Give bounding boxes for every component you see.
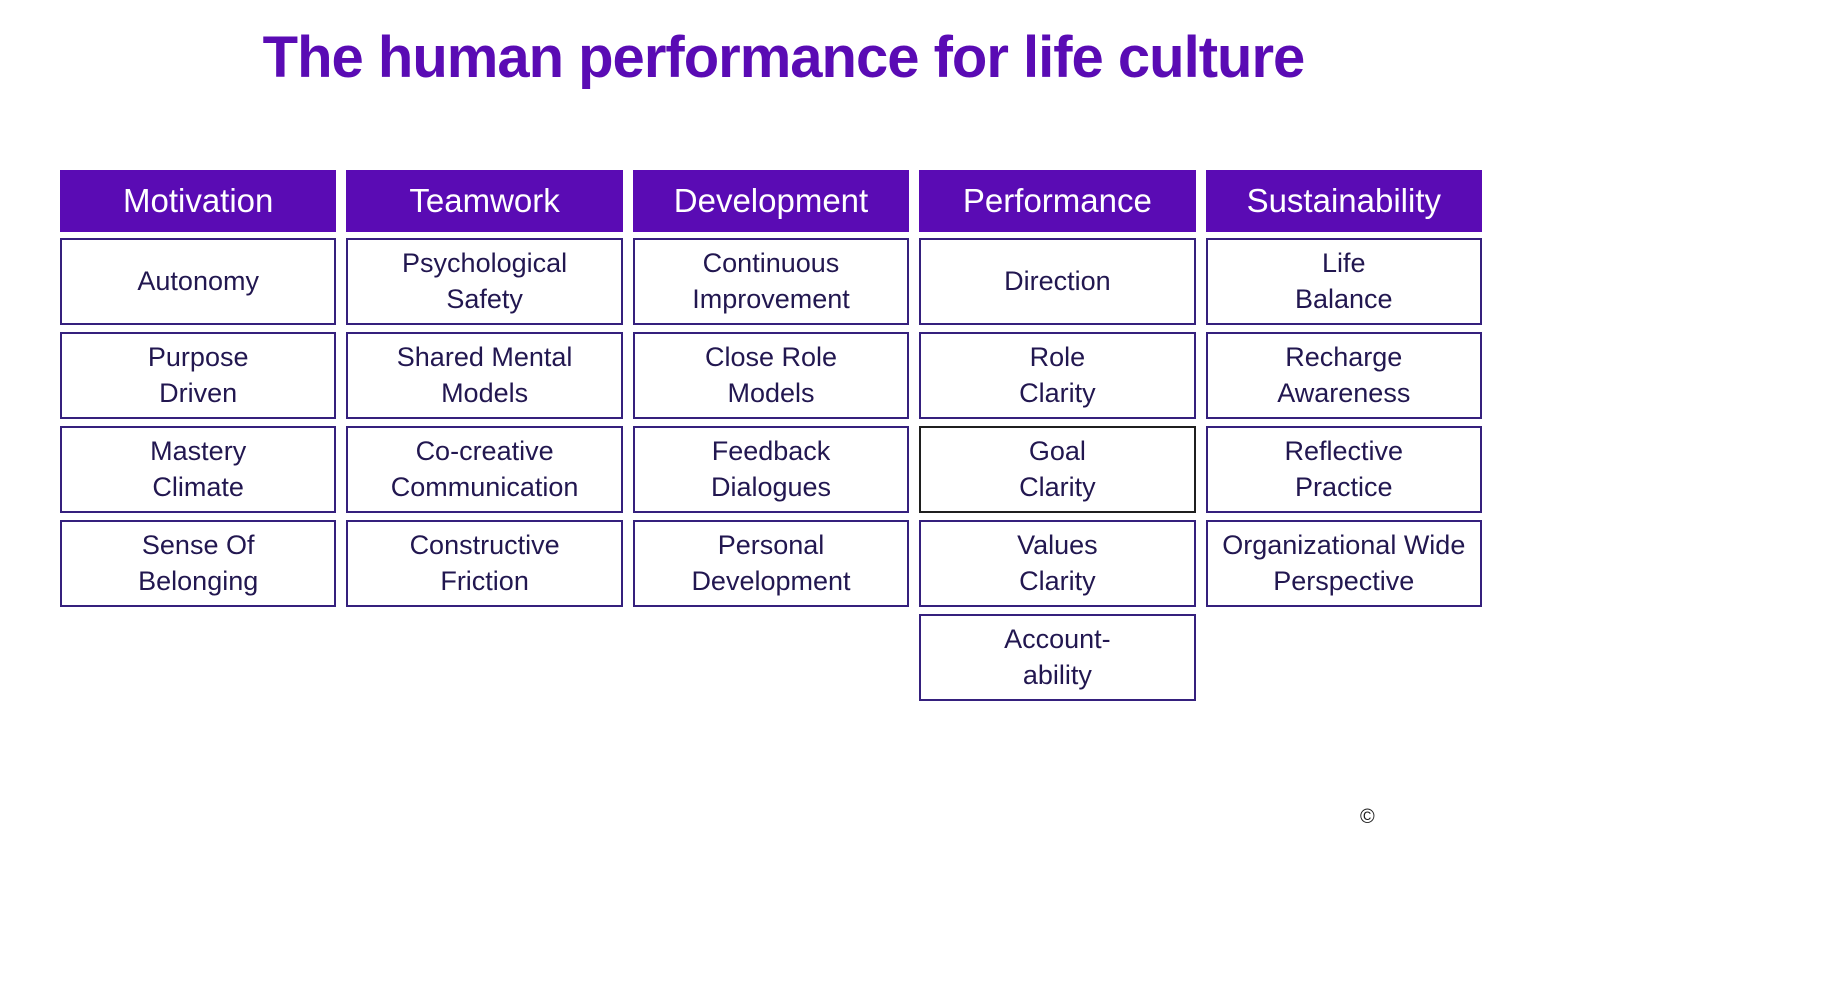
cell-accountability: Account- ability [919, 614, 1196, 701]
column-header-sustainability: Sustainability [1205, 170, 1482, 232]
column-header-teamwork: Teamwork [346, 170, 623, 232]
cell-purpose-driven: Purpose Driven [60, 332, 337, 419]
culture-matrix: Motivation Autonomy Purpose Driven Maste… [60, 170, 1482, 708]
cell-organizational-wide-perspective: Organizational Wide Perspective [1205, 520, 1482, 607]
cell-recharge-awareness: Recharge Awareness [1205, 332, 1482, 419]
cell-life-balance: Life Balance [1205, 238, 1482, 325]
cell-close-role-models: Close Role Models [632, 332, 910, 419]
cell-role-clarity: Role Clarity [919, 332, 1196, 419]
cell-direction: Direction [919, 238, 1196, 325]
page-title: The human performance for life culture [262, 25, 1306, 90]
cell-autonomy: Autonomy [60, 238, 337, 325]
cell-co-creative-communication: Co-creative Communication [346, 426, 623, 513]
cell-personal-development: Personal Development [632, 520, 910, 607]
cell-reflective-practice: Reflective Practice [1205, 426, 1482, 513]
cell-psychological-safety: Psychological Safety [346, 238, 623, 325]
column-sustainability: Sustainability Life Balance Recharge Awa… [1205, 170, 1482, 708]
cell-values-clarity: Values Clarity [919, 520, 1196, 607]
column-development: Development Continuous Improvement Close… [632, 170, 910, 708]
column-header-motivation: Motivation [60, 170, 337, 232]
cell-continuous-improvement: Continuous Improvement [632, 238, 910, 325]
column-teamwork: Teamwork Psychological Safety Shared Men… [346, 170, 623, 708]
cell-mastery-climate: Mastery Climate [60, 426, 337, 513]
cell-goal-clarity: Goal Clarity [919, 426, 1196, 513]
cell-sense-of-belonging: Sense Of Belonging [60, 520, 337, 607]
column-motivation: Motivation Autonomy Purpose Driven Maste… [60, 170, 337, 708]
cell-shared-mental-models: Shared Mental Models [346, 332, 623, 419]
column-header-development: Development [632, 170, 910, 232]
copyright-symbol: © [1360, 806, 1375, 828]
column-performance: Performance Direction Role Clarity Goal … [919, 170, 1196, 708]
column-header-performance: Performance [919, 170, 1196, 232]
cell-feedback-dialogues: Feedback Dialogues [632, 426, 910, 513]
cell-constructive-friction: Constructive Friction [346, 520, 623, 607]
